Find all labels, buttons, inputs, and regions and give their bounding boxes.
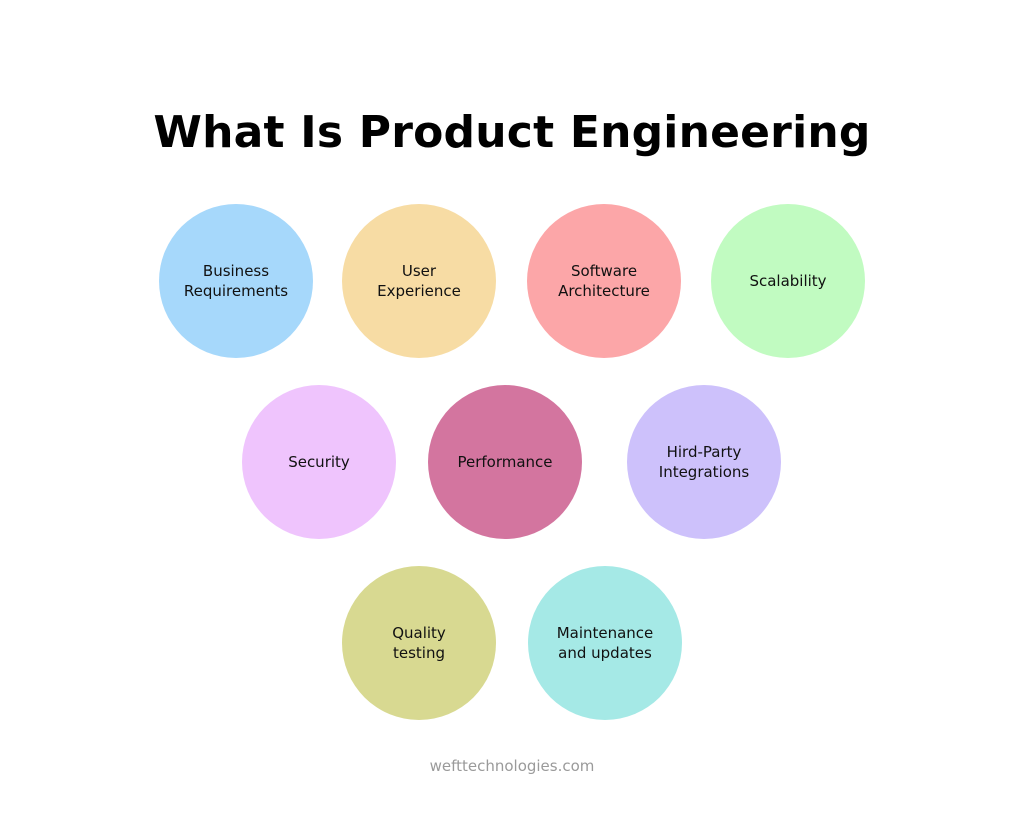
topic-circle-performance: Performance bbox=[428, 385, 582, 539]
topic-label: Hird-Party Integrations bbox=[658, 443, 750, 481]
topic-label: Maintenance and updates bbox=[556, 624, 654, 662]
topic-circle-software-architecture: Software Architecture bbox=[527, 204, 681, 358]
topic-circle-scalability: Scalability bbox=[711, 204, 865, 358]
topic-label: Business Requirements bbox=[183, 262, 289, 300]
topic-label: Scalability bbox=[749, 272, 827, 290]
topic-circle-maintenance-updates: Maintenance and updates bbox=[528, 566, 682, 720]
topic-label: Quality testing bbox=[392, 624, 446, 662]
topic-label: Performance bbox=[457, 453, 553, 471]
topic-circle-security: Security bbox=[242, 385, 396, 539]
topic-circle-business-requirements: Business Requirements bbox=[159, 204, 313, 358]
topic-label: Security bbox=[288, 453, 350, 471]
topic-circle-quality-testing: Quality testing bbox=[342, 566, 496, 720]
diagram-title: What Is Product Engineering bbox=[153, 107, 871, 158]
topic-circle-user-experience: User Experience bbox=[342, 204, 496, 358]
footer-website: wefttechnologies.com bbox=[429, 757, 595, 775]
topic-label: Software Architecture bbox=[558, 262, 650, 300]
topic-circle-third-party-integrations: Hird-Party Integrations bbox=[627, 385, 781, 539]
topic-label: User Experience bbox=[377, 262, 461, 300]
